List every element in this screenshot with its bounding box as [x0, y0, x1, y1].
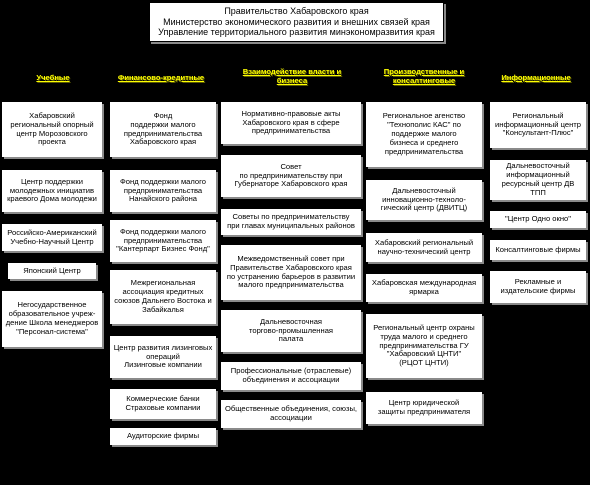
educational-box: Центр поддержки молодежных инициатив кра…	[2, 170, 102, 212]
production-consulting-box: Дальневосточный инновационно-техноло- ги…	[366, 180, 482, 220]
financial-box: Аудиторские фирмы	[110, 428, 216, 445]
informational-box: Дальневосточный информационный ресурсный…	[490, 160, 586, 200]
header-line-1: Правительство Хабаровского края	[224, 5, 369, 16]
production-consulting-box: Хабаровский региональный научно-техничес…	[366, 233, 482, 262]
educational-box: Российско-Американский Учебно-Научный Це…	[2, 224, 102, 251]
informational-box: Рекламные и издательские фирмы	[490, 271, 586, 303]
header-line-3: Управление территориального развития мин…	[158, 27, 435, 38]
government-business-box: Профессиональные (отраслевые) объединени…	[221, 362, 361, 390]
informational-box: "Центр Одно окно"	[490, 211, 586, 228]
financial-box: Фонд поддержки малого предпринимательств…	[110, 102, 216, 157]
production-consulting-box: Центр юридической защиты предпринимателя	[366, 392, 482, 424]
government-business-box: Совет по предпринимательству при Губерна…	[221, 155, 361, 197]
government-business-box: Общественные объединения, союзы, ассоциа…	[221, 400, 361, 428]
informational-box: Консалтинговые фирмы	[490, 240, 586, 260]
informational-box: Региональный информационный центр "Консу…	[490, 102, 586, 148]
production-consulting-box: Хабаровская международная ярмарка	[366, 274, 482, 302]
header-line-2: Министерство экономического развития и в…	[163, 16, 430, 27]
column-title-educational: Учебные	[36, 73, 70, 82]
government-business-box: Советы по предпринимательству при главах…	[221, 209, 361, 235]
financial-box: Фонд поддержки малого предпринимательств…	[110, 220, 216, 262]
government-business-box: Нормативно-правовые акты Хабаровского кр…	[221, 102, 361, 144]
educational-box: Хабаровский региональный опорный центр М…	[2, 102, 102, 157]
column-title-informational: Информационные	[501, 73, 571, 82]
government-business-box: Межведомственный совет при Правительстве…	[221, 245, 361, 300]
column-title-financial: Финансово-кредитные	[117, 73, 205, 82]
column-title-government-business: Взаимодействие власти и бизнеса	[242, 67, 342, 85]
educational-box: Японский Центр	[8, 263, 96, 279]
financial-box: Фонд поддержки малого предпринимательств…	[110, 170, 216, 212]
column-title-production-consulting: Производственные и консалтинговые	[383, 67, 465, 85]
government-business-box: Дальневосточная торгово-промышленная пал…	[221, 310, 361, 352]
financial-box: Коммерческие банки Страховые компании	[110, 389, 216, 419]
production-consulting-box: Региональный центр охраны труда малого и…	[366, 314, 482, 378]
financial-box: Межрегиональная ассоциация кредитных сою…	[110, 270, 216, 324]
org-header: Правительство Хабаровского края Министер…	[149, 2, 444, 42]
educational-box: Негосударственное образовательное учреж-…	[2, 291, 102, 347]
financial-box: Центр развития лизинговых операций Лизин…	[110, 336, 216, 378]
production-consulting-box: Региональное агенство "Технополис КАС" п…	[366, 102, 482, 167]
